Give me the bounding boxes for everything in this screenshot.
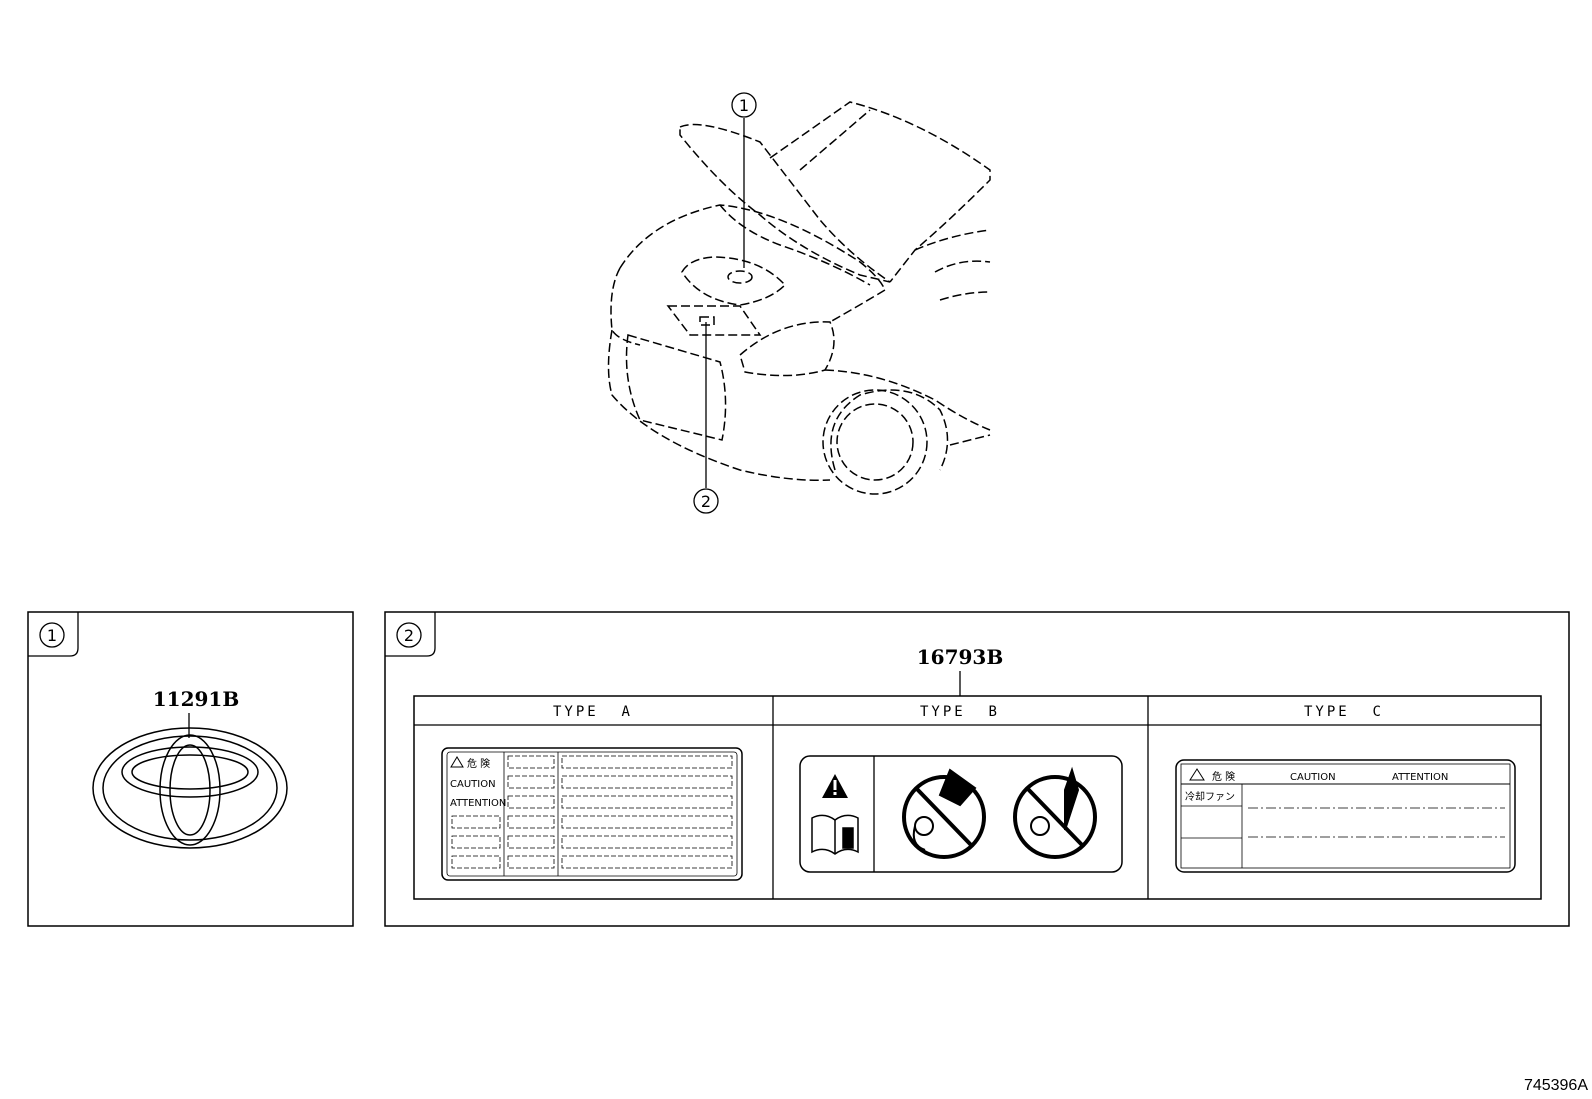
toyota-emblem-icon: [92, 727, 288, 849]
svg-text:CAUTION: CAUTION: [1290, 772, 1336, 783]
type-c-label: 危 険 CAUTION ATTENTION 冷却ファン: [1175, 759, 1516, 873]
type-a-header: TYPE A: [553, 704, 633, 720]
panel-1: 1 11291B: [27, 611, 354, 927]
callout-2-on-car: 2: [693, 322, 719, 514]
svg-text:ATTENTION: ATTENTION: [450, 798, 506, 809]
panel-2-callout: 2: [404, 626, 414, 645]
svg-text:危 険: 危 険: [467, 758, 490, 770]
svg-text:危 険: 危 険: [1212, 771, 1235, 783]
warning-triangle-icon: [822, 774, 848, 798]
svg-text:2: 2: [701, 492, 711, 511]
car-illustration: [607, 101, 991, 495]
svg-text:1: 1: [739, 96, 749, 115]
manual-book-icon: [811, 814, 859, 855]
svg-text:ATTENTION: ATTENTION: [1392, 772, 1448, 783]
panel-1-callout: 1: [47, 626, 57, 645]
type-c-header: TYPE C: [1304, 704, 1384, 720]
svg-text:CAUTION: CAUTION: [450, 779, 496, 790]
drawing-number: 745396A: [1524, 1077, 1588, 1094]
type-a-label: 危 険 CAUTION ATTENTION: [441, 747, 743, 881]
part-number-16793B: 16793B: [917, 645, 1003, 669]
panel-2: 2 16793B TYPE A TYPE B TYPE C 危 険 CAUTIO…: [384, 611, 1570, 927]
part-number-11291B: 11291B: [153, 687, 239, 711]
callout-1-on-car: 1: [731, 92, 757, 268]
type-b-header: TYPE B: [920, 704, 1000, 720]
no-tool-fan-icon: [1013, 766, 1097, 859]
type-b-label: [799, 755, 1123, 873]
svg-text:冷却ファン: 冷却ファン: [1185, 790, 1235, 803]
no-hand-fan-icon: [902, 768, 986, 859]
